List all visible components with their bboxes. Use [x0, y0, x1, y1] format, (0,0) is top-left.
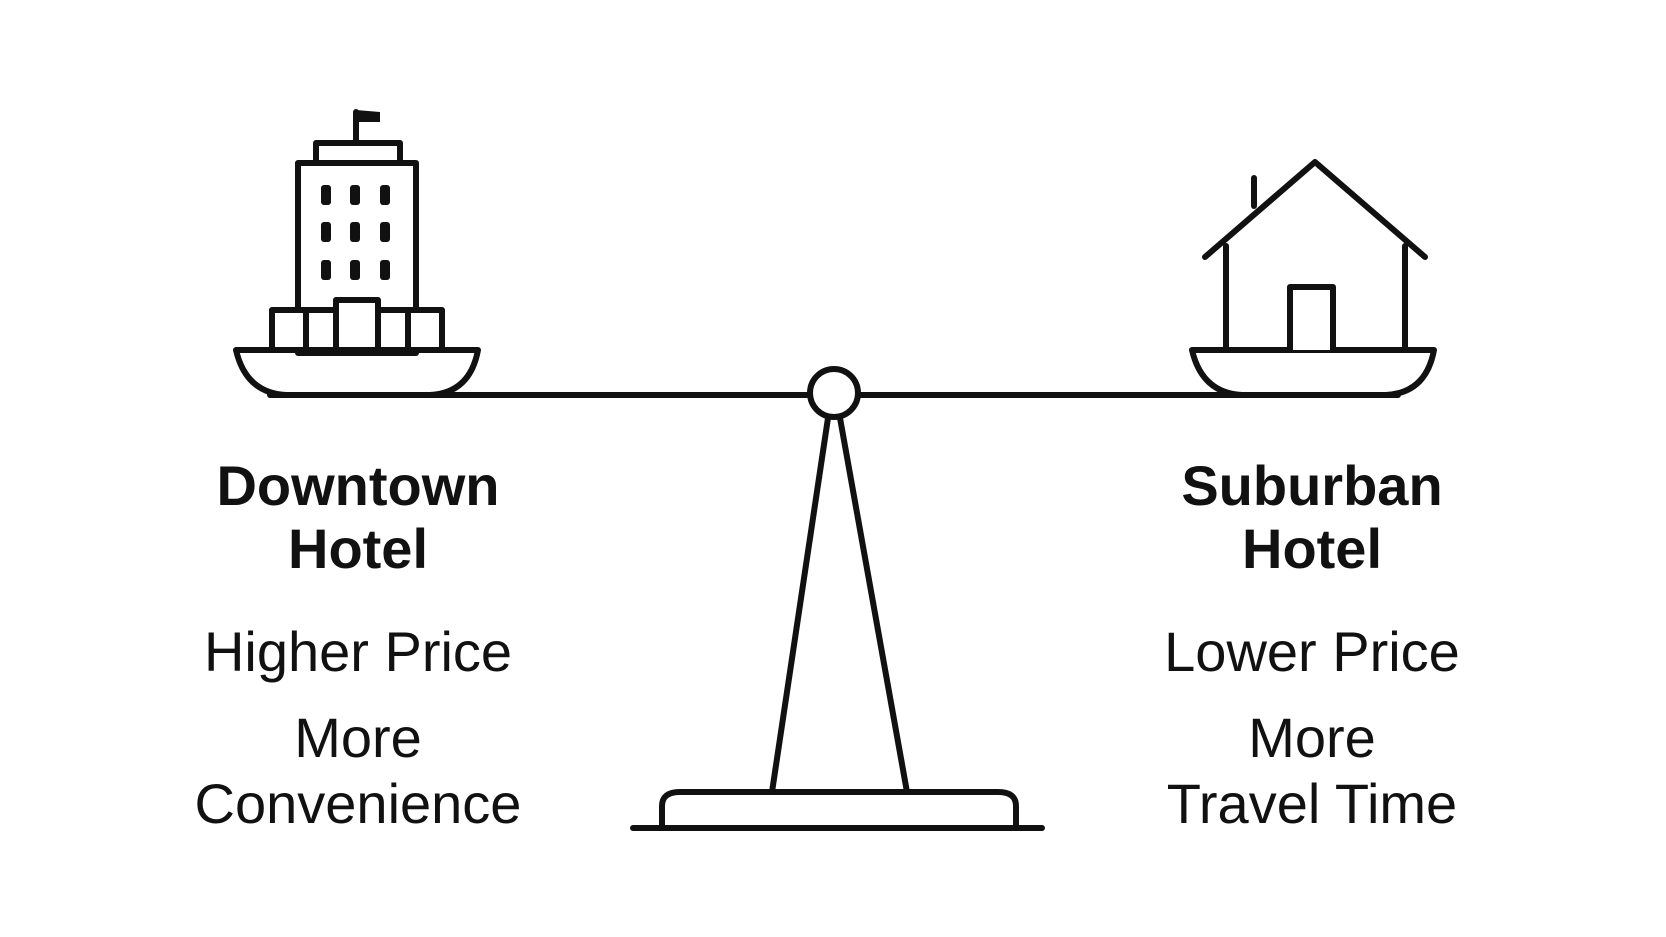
- building-entrance: [333, 297, 381, 353]
- right-attribute-travel-line-2: Travel Time: [1167, 772, 1457, 835]
- left-option-labels: Downtown Hotel Higher Price More Conveni…: [195, 454, 522, 835]
- scale-stand-left-leg: [769, 415, 831, 795]
- scale-stand-right-leg: [837, 415, 910, 795]
- right-title-line-2: Hotel: [1242, 517, 1382, 580]
- scale-base: [659, 789, 1019, 829]
- office-building-icon: [269, 109, 445, 356]
- right-attribute-travel-line-1: More: [1248, 706, 1376, 769]
- right-pan-bowl: [1189, 347, 1437, 398]
- building-flag: [356, 110, 380, 122]
- right-title-line-1: Suburban: [1181, 454, 1442, 517]
- building-windows: [321, 185, 390, 280]
- balance-scale-icon: [267, 366, 1401, 831]
- left-title-line-1: Downtown: [216, 454, 499, 517]
- right-attribute-price: Lower Price: [1164, 620, 1460, 683]
- left-pan: [233, 347, 481, 398]
- right-pan: [1189, 347, 1437, 398]
- left-pan-bowl: [233, 347, 481, 398]
- left-attribute-price: Higher Price: [204, 620, 512, 683]
- house-roof: [1202, 159, 1428, 260]
- scale-pivot: [807, 366, 861, 420]
- right-option-labels: Suburban Hotel Lower Price More Travel T…: [1164, 454, 1460, 835]
- left-attribute-convenience-line-1: More: [294, 706, 422, 769]
- house-icon: [1202, 159, 1428, 353]
- left-attribute-convenience-line-2: Convenience: [195, 772, 522, 835]
- house-door: [1287, 284, 1336, 353]
- left-title-line-2: Hotel: [288, 517, 428, 580]
